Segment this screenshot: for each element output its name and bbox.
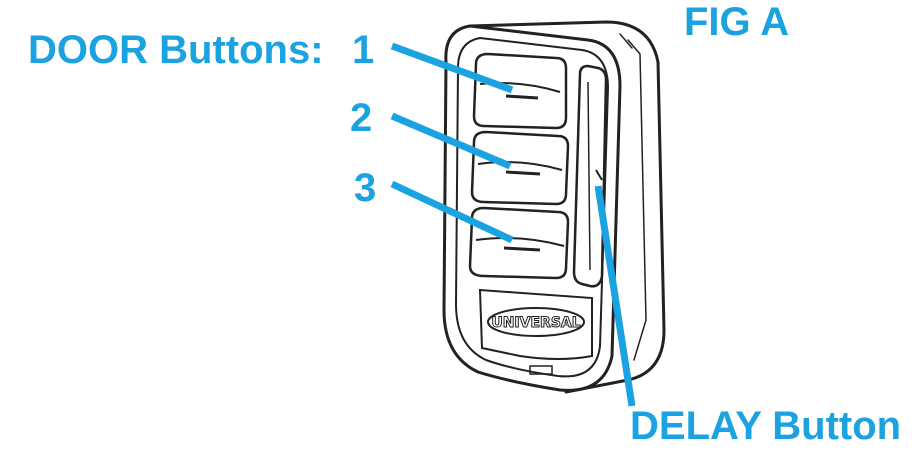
delay-button[interactable] [572, 64, 608, 288]
leader-line-2 [390, 112, 512, 170]
leader-line-delay [594, 185, 636, 407]
figure-title: FIG A [684, 0, 790, 44]
leader-lines [390, 42, 636, 407]
button-number-3: 3 [354, 166, 377, 210]
door-button-2[interactable] [470, 130, 570, 206]
door-button-1[interactable] [472, 52, 568, 130]
door-button-3[interactable] [468, 206, 570, 280]
logo-panel [478, 288, 593, 375]
leader-line-3 [390, 180, 514, 244]
button-number-1: 1 [352, 28, 375, 72]
delay-button-label: DELAY Button [630, 404, 902, 448]
brand-logo: UNIVERSAL [487, 307, 585, 337]
door-buttons-label: DOOR Buttons: [28, 28, 324, 72]
button-number-2: 2 [350, 96, 373, 140]
brand-logo-text: UNIVERSAL [491, 315, 580, 331]
leader-line-1 [390, 42, 514, 94]
